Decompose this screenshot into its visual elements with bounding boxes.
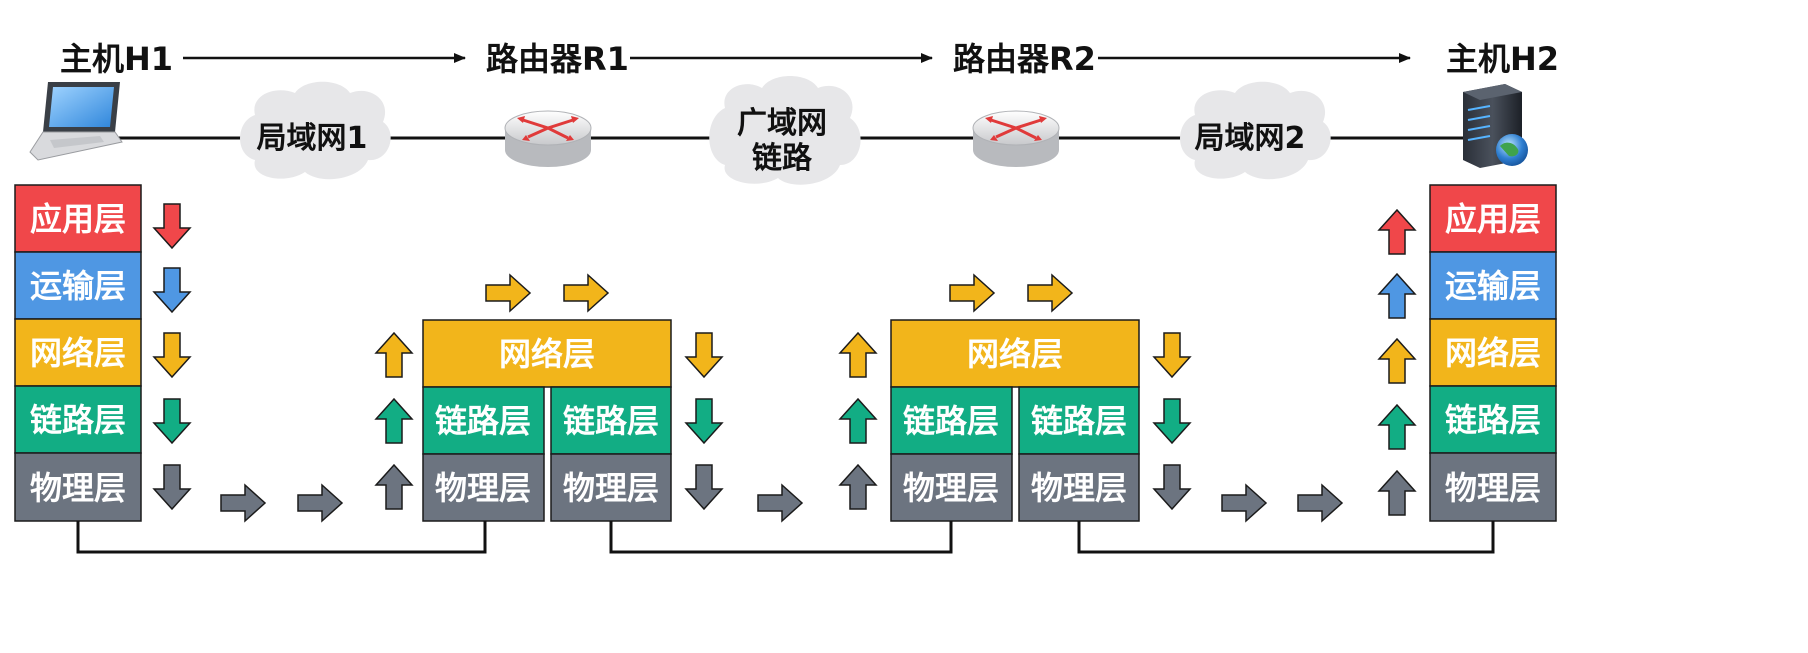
r2-network-label: 网络层	[967, 335, 1063, 373]
r2-up-arrow-physical	[838, 463, 878, 510]
h2-up-arrow-link	[1377, 403, 1417, 450]
r1-link-label-in: 链路层	[435, 402, 531, 440]
r2-link-layer-out	[1018, 386, 1140, 455]
router-r1-label: 路由器R1	[486, 40, 629, 78]
r2-down-arrow-link	[1152, 398, 1192, 445]
physical-right-arrow-3	[757, 483, 804, 523]
h1-r1-wire	[76, 521, 487, 554]
physical-right-arrow-5	[1297, 483, 1344, 523]
r2-link-label-in: 链路层	[903, 402, 999, 440]
h1-down-arrow-network	[152, 332, 192, 379]
cloud-wan-label-line2: 链路	[752, 141, 813, 176]
h1-down-arrow-application	[152, 203, 192, 250]
router-icon	[972, 110, 1060, 167]
host-h2-stack: 应用层 运输层 网络层 链路层 物理层	[1429, 184, 1557, 522]
h2-transport-layer	[1429, 251, 1557, 320]
r2-up-arrow-link	[838, 397, 878, 444]
r2-network-right-arrow-2	[1027, 273, 1074, 313]
host-h1-label: 主机H1	[60, 40, 173, 78]
r2-down-arrow-network	[1152, 332, 1192, 379]
h2-up-arrow-transport	[1377, 272, 1417, 319]
router-r1-stack: 网络层 链路层 链路层 物理层 物理层	[422, 319, 672, 522]
r2-h2-wire	[1077, 521, 1495, 554]
r1-down-arrow-network	[684, 332, 724, 379]
r2-network-layer	[890, 319, 1140, 388]
cloud-lan1	[240, 81, 391, 180]
h2-network-label: 网络层	[1445, 334, 1541, 372]
cloud-lan2	[1180, 81, 1331, 180]
h2-up-arrow-application	[1377, 208, 1417, 255]
r1-physical-label-in: 物理层	[435, 469, 531, 507]
physical-right-arrow-4	[1221, 483, 1268, 523]
h1-physical-layer	[14, 452, 142, 522]
host-h2-label: 主机H2	[1446, 40, 1559, 78]
server-globe-icon	[1463, 84, 1528, 168]
r1-network-label: 网络层	[499, 335, 595, 373]
h2-physical-layer	[1429, 452, 1557, 522]
h2-link-label: 链路层	[1445, 401, 1541, 439]
cloud-lan1-label: 局域网1	[257, 121, 368, 156]
r1-up-arrow-link	[374, 397, 414, 444]
h2-application-label: 应用层	[1445, 200, 1541, 238]
r1-network-layer	[422, 319, 672, 388]
laptop-icon	[29, 82, 123, 161]
h1-transport-label: 运输层	[30, 267, 126, 305]
h1-application-layer	[14, 184, 142, 253]
r1-up-arrow-physical	[374, 463, 414, 510]
cloud-lan2-label: 局域网2	[1195, 121, 1306, 156]
h2-physical-label: 物理层	[1445, 469, 1541, 507]
h1-down-arrow-link	[152, 398, 192, 445]
router-r2-stack: 网络层 链路层 链路层 物理层 物理层	[890, 319, 1140, 522]
host-h1-stack: 应用层 运输层 网络层 链路层 物理层	[14, 184, 142, 522]
h1-network-label: 网络层	[30, 334, 126, 372]
r2-link-label-out: 链路层	[1031, 402, 1127, 440]
h2-application-layer	[1429, 184, 1557, 253]
r1-network-right-arrow-2	[563, 273, 610, 313]
r1-r2-wire	[609, 521, 953, 554]
r2-down-arrow-physical	[1152, 464, 1192, 511]
cloud-wan	[709, 76, 861, 185]
r2-link-layer-in	[890, 386, 1013, 455]
h2-link-layer	[1429, 385, 1557, 454]
h1-physical-label: 物理层	[30, 469, 126, 507]
r1-physical-layer-in	[422, 453, 545, 522]
physical-right-arrow-2	[297, 483, 344, 523]
router-r2-label: 路由器R2	[953, 40, 1096, 78]
h2-up-arrow-network	[1377, 337, 1417, 384]
h1-application-label: 应用层	[30, 200, 126, 238]
r1-link-label-out: 链路层	[563, 402, 659, 440]
physical-right-arrow-1	[220, 483, 267, 523]
r1-down-arrow-physical	[684, 464, 724, 511]
r1-up-arrow-network	[374, 331, 414, 378]
h2-up-arrow-physical	[1377, 469, 1417, 516]
r2-physical-layer-out	[1018, 453, 1140, 522]
h1-link-label: 链路层	[30, 401, 126, 439]
r1-network-right-arrow-1	[485, 273, 532, 313]
r1-down-arrow-link	[684, 398, 724, 445]
r2-up-arrow-network	[838, 331, 878, 378]
r1-physical-layer-out	[550, 453, 672, 522]
block-arrows	[152, 203, 1417, 523]
r2-physical-label-in: 物理层	[903, 469, 999, 507]
h1-down-arrow-transport	[152, 267, 192, 314]
h2-network-layer	[1429, 318, 1557, 387]
router-icon	[504, 110, 592, 167]
h1-down-arrow-physical	[152, 464, 192, 511]
cloud-wan-label-line1: 广域网	[737, 106, 827, 141]
r1-physical-label-out: 物理层	[563, 469, 659, 507]
h2-transport-label: 运输层	[1445, 267, 1541, 305]
h1-transport-layer	[14, 251, 142, 320]
r2-physical-label-out: 物理层	[1031, 469, 1127, 507]
r2-network-right-arrow-1	[949, 273, 996, 313]
